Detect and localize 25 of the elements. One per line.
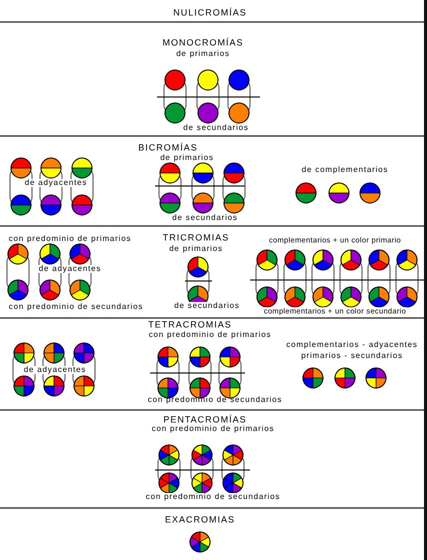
group-label: de secundarios	[182, 124, 250, 132]
subheading: de primarios	[169, 245, 223, 253]
group-label: de adyacentes	[38, 265, 102, 273]
group-label: de secundarios	[173, 302, 241, 310]
group-label: con predominio de secundarios	[144, 493, 282, 501]
subheading: con predominio de primarios	[152, 425, 274, 433]
section-heading: BICROMÍAS	[138, 144, 198, 152]
section-heading: MONOCROMÍAS	[162, 38, 244, 48]
section-heading: EXACROMIAS	[165, 516, 235, 524]
section-heading: NULICROMÍAS	[173, 8, 247, 18]
subheading: de primarios	[176, 50, 230, 58]
section-heading: PENTACROMÍAS	[163, 416, 247, 424]
subheading: de primarios	[160, 154, 214, 162]
group-label: complementarios - adyacentes	[286, 341, 418, 349]
group-label: primarios - secundarios	[301, 352, 403, 360]
group-label: de adyacentes	[24, 179, 88, 187]
group-label: con predominio de primarios	[8, 235, 132, 243]
group-label: de adyacentes	[22, 366, 88, 374]
group-label: con predominio de secundarios	[8, 303, 144, 311]
section-heading: TRICROMIAS	[162, 234, 230, 242]
group-label: de complementarios	[302, 166, 388, 174]
group-label: con predominio de secundarios	[148, 396, 282, 404]
section-heading: TETRACROMIAS	[148, 320, 232, 330]
group-label: de secundarios	[171, 214, 239, 222]
subheading: con predominio de primarios	[148, 331, 272, 339]
